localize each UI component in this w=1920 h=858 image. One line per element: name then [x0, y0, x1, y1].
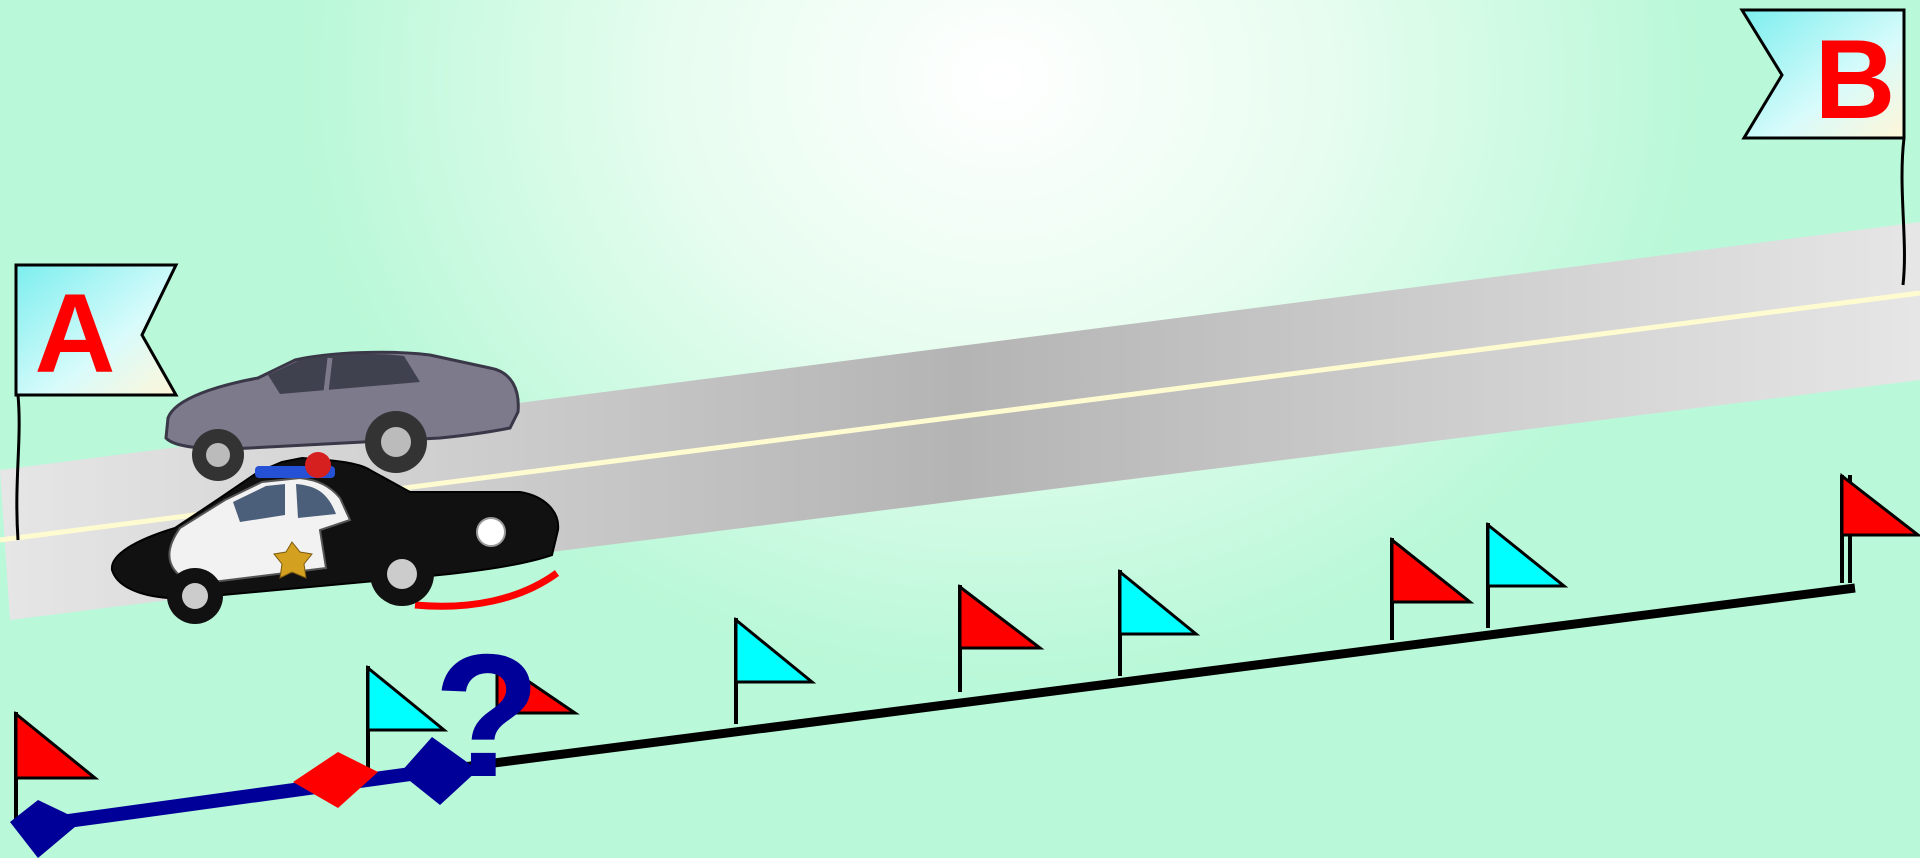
red-flag-marker	[1840, 472, 1920, 583]
red-flag-marker	[1390, 536, 1475, 640]
cyan-flag-marker	[1118, 568, 1201, 676]
red-flag-marker	[958, 583, 1045, 692]
flag-a-pole	[15, 394, 21, 541]
pursuit-line	[67, 763, 441, 828]
police-car-headlight	[476, 517, 506, 547]
flag-b-letter: B	[1815, 17, 1896, 142]
flag-b-banner	[1739, 8, 1906, 140]
flag-b-pole	[1900, 137, 1906, 286]
police-car	[110, 452, 560, 624]
cyan-flag-marker	[1486, 521, 1569, 628]
siren-icon	[305, 452, 331, 478]
sports-car-windows	[268, 353, 420, 394]
skid-mark	[414, 570, 560, 610]
endpoint-flag-a: A	[14, 263, 179, 541]
red-flag-marker	[495, 657, 580, 715]
timeline	[454, 583, 1856, 773]
red-diamond-marker	[293, 752, 378, 808]
flag-a-letter: A	[35, 271, 116, 396]
cyan-flag-marker	[366, 664, 449, 773]
endpoint-flag-b: B	[1739, 8, 1906, 286]
flag-a-banner	[14, 263, 179, 397]
blue-diamond-marker	[10, 800, 82, 858]
police-car-window	[233, 484, 285, 522]
police-badge-icon	[273, 541, 313, 579]
question-mark: ?	[434, 619, 541, 814]
red-flag-marker	[14, 710, 100, 822]
blue-diamond-marker	[400, 737, 478, 805]
sports-car	[164, 350, 520, 481]
cyan-flag-marker	[734, 616, 817, 724]
police-car-window	[296, 484, 336, 518]
